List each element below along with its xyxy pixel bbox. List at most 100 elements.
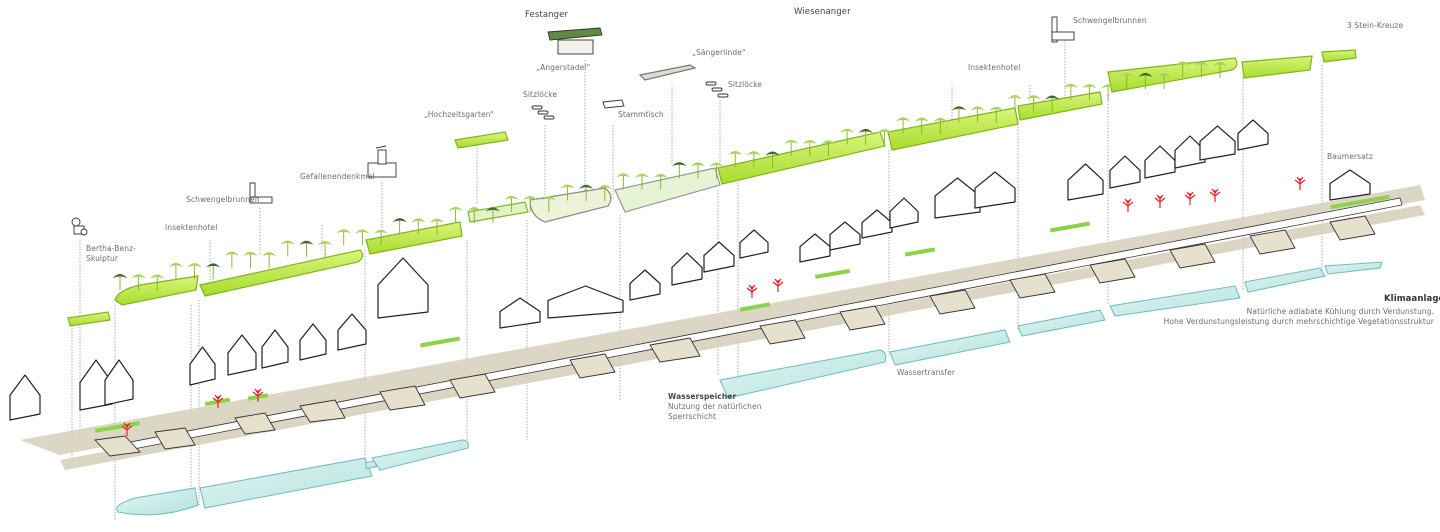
building	[104, 359, 134, 406]
tree-icon	[672, 162, 687, 179]
tree-icon	[1063, 83, 1078, 100]
label-insektenhotel: Insektenhotel	[165, 223, 218, 232]
vegetation-layer	[67, 49, 1357, 327]
building	[1067, 163, 1104, 201]
building	[671, 252, 703, 286]
building	[337, 313, 367, 351]
foundation-box	[449, 373, 496, 399]
tree-icon	[560, 184, 575, 201]
label-sitzloecke-2: Sitzlöcke	[728, 80, 763, 89]
vegetation-plate	[717, 131, 886, 185]
tree-icon	[914, 117, 929, 134]
label-stein-kreuze: 3 Stein-Kreuze	[1347, 21, 1404, 30]
tree-icon	[709, 162, 724, 179]
tree-icon	[1026, 95, 1041, 112]
tree-icon	[224, 251, 239, 268]
vegetation-plate	[529, 187, 612, 223]
tree-icon	[933, 117, 948, 134]
red-tree-icon	[1184, 191, 1196, 205]
vegetation-plate	[199, 249, 364, 297]
label-bertha-benz-skulptur: Bertha-Benz- Skulptur	[86, 244, 136, 263]
foundation-box	[154, 427, 196, 450]
building	[1144, 145, 1176, 179]
green-strip	[904, 247, 936, 257]
tree-icon	[653, 173, 668, 190]
schwengelbrunnen-2-object	[1051, 16, 1075, 43]
building	[739, 229, 769, 259]
building	[189, 346, 216, 386]
building	[261, 329, 289, 369]
foundation-box	[929, 289, 976, 315]
vegetation-plate	[467, 201, 529, 223]
street-layer	[20, 185, 1425, 470]
foundation-box	[1249, 229, 1296, 255]
label-sitzloecke: Sitzlöcke	[523, 90, 558, 99]
street-band	[20, 185, 1425, 455]
label-klimaanlage: Klimaanlage	[1384, 294, 1440, 304]
tree-icon	[858, 128, 873, 145]
water-tank	[199, 457, 373, 509]
vegetation-plate	[1017, 91, 1103, 121]
green-strip	[739, 302, 771, 312]
water-tank	[1017, 309, 1106, 337]
tree-icon	[784, 139, 799, 156]
building	[934, 177, 981, 219]
tree-icon	[206, 263, 221, 280]
tree-icon	[877, 129, 892, 146]
label-hochzeitsgarten: „Hochzeitsgarten“	[424, 110, 494, 119]
foundation-box	[1169, 243, 1216, 269]
tree-icon	[597, 185, 612, 202]
water-tank	[719, 349, 887, 399]
label-saengerlinde: „Sängerlinde“	[692, 48, 746, 57]
red-tree-icon	[252, 388, 264, 402]
tree-icon	[1082, 84, 1097, 101]
hochzeitsgarten-plate	[454, 131, 509, 149]
building	[861, 209, 893, 239]
label-wasserspeicher: Wasserspeicher	[668, 392, 737, 401]
tree-icon	[168, 262, 183, 279]
building	[1237, 119, 1269, 151]
label-gefallenendenkmal: Gefallenendenkmal	[300, 172, 375, 181]
vegetation-plate	[365, 221, 463, 255]
building	[1109, 155, 1141, 189]
tree-icon	[429, 218, 444, 235]
tree-icon	[485, 207, 500, 224]
building	[377, 257, 429, 319]
tree-icon	[1007, 95, 1022, 112]
vegetation-plate	[1107, 57, 1238, 93]
building	[1329, 169, 1371, 201]
green-strip	[1049, 221, 1091, 233]
tree-icon	[355, 229, 370, 246]
tree-icon	[616, 173, 631, 190]
label-wassertransfer: Wassertransfer	[897, 368, 956, 377]
tree-icon	[802, 140, 817, 157]
foundation-box	[759, 319, 806, 345]
tree-icon	[635, 173, 650, 190]
tree-icon	[411, 218, 426, 235]
green-strip	[814, 268, 851, 279]
foundation-box	[379, 385, 426, 411]
water-tank	[1324, 261, 1383, 275]
tree-icon	[1194, 61, 1209, 78]
tree-icon	[989, 106, 1004, 123]
red-tree-icon	[212, 394, 224, 408]
tree-icon	[150, 274, 165, 291]
red-tree-icon	[772, 278, 784, 292]
building	[547, 285, 624, 319]
foundation-box	[1009, 273, 1056, 299]
tree-icon	[951, 106, 966, 123]
building	[499, 297, 541, 329]
building	[889, 197, 919, 229]
water-tank	[1244, 267, 1326, 293]
tree-icon	[1119, 72, 1134, 89]
vegetation-plate	[1321, 49, 1357, 63]
water-tank	[889, 329, 1011, 366]
tree-icon	[523, 195, 538, 212]
tree-icon	[1175, 61, 1190, 78]
vegetation-plate	[614, 167, 721, 213]
zone-title-wiesenanger: Wiesenanger	[794, 7, 851, 17]
zone-title-festanger: Festanger	[525, 10, 569, 20]
green-strips	[94, 194, 1390, 433]
tree-icon	[299, 240, 314, 257]
